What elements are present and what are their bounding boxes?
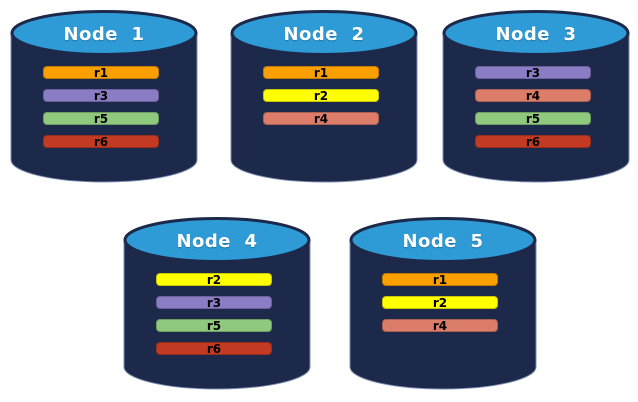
replica-list: r2 r3 r5 r6 xyxy=(156,273,272,355)
replica-bar-r6: r6 xyxy=(475,135,591,148)
database-node-2: Node 2 r1 r2 r4 xyxy=(229,9,419,185)
replica-list: r1 r2 r4 xyxy=(382,273,498,332)
replica-bar-r2: r2 xyxy=(263,89,379,102)
replica-label: r6 xyxy=(206,341,222,356)
replica-label: r3 xyxy=(93,88,109,103)
cylinder-top xyxy=(230,10,418,56)
cylinder-top xyxy=(10,10,198,56)
replica-label: r2 xyxy=(206,272,222,287)
replica-bar-r1: r1 xyxy=(43,66,159,79)
database-node-4: Node 4 r2 r3 r5 r6 xyxy=(122,216,312,392)
replica-bar-r3: r3 xyxy=(475,66,591,79)
database-node-5: Node 5 r1 r2 r4 xyxy=(348,216,538,392)
replica-label: r5 xyxy=(206,318,222,333)
replica-list: r1 r3 r5 r6 xyxy=(43,66,159,148)
replica-label: r2 xyxy=(313,88,329,103)
replica-bar-r2: r2 xyxy=(382,296,498,309)
replica-label: r6 xyxy=(525,134,541,149)
replica-label: r3 xyxy=(206,295,222,310)
cylinder-top xyxy=(123,217,311,263)
replica-bar-r6: r6 xyxy=(156,342,272,355)
database-node-1: Node 1 r1 r3 r5 r6 xyxy=(9,9,199,185)
replica-bar-r3: r3 xyxy=(156,296,272,309)
node-title: Node 1 xyxy=(63,24,145,45)
replica-list: r3 r4 r5 r6 xyxy=(475,66,591,148)
node-title: Node 2 xyxy=(283,24,365,45)
replica-label: r5 xyxy=(93,111,109,126)
replica-bar-r4: r4 xyxy=(382,319,498,332)
node-title: Node 5 xyxy=(402,231,484,252)
replica-label: r2 xyxy=(432,295,448,310)
replica-bar-r6: r6 xyxy=(43,135,159,148)
replica-label: r1 xyxy=(432,272,448,287)
database-node-3: Node 3 r3 r4 r5 r6 xyxy=(441,9,631,185)
replica-bar-r2: r2 xyxy=(156,273,272,286)
replica-bar-r5: r5 xyxy=(43,112,159,125)
cylinder-top xyxy=(349,217,537,263)
replica-label: r5 xyxy=(525,111,541,126)
replica-bar-r5: r5 xyxy=(475,112,591,125)
replica-label: r4 xyxy=(525,88,541,103)
replica-label: r4 xyxy=(432,318,448,333)
replica-bar-r1: r1 xyxy=(263,66,379,79)
replica-list: r1 r2 r4 xyxy=(263,66,379,125)
cylinder-top xyxy=(442,10,630,56)
replica-bar-r1: r1 xyxy=(382,273,498,286)
replica-bar-r5: r5 xyxy=(156,319,272,332)
replica-label: r3 xyxy=(525,65,541,80)
replica-label: r1 xyxy=(93,65,109,80)
replica-bar-r4: r4 xyxy=(475,89,591,102)
node-title: Node 3 xyxy=(495,24,577,45)
replica-label: r6 xyxy=(93,134,109,149)
replica-label: r4 xyxy=(313,111,329,126)
node-title: Node 4 xyxy=(176,231,258,252)
replica-label: r1 xyxy=(313,65,329,80)
replica-bar-r3: r3 xyxy=(43,89,159,102)
replica-bar-r4: r4 xyxy=(263,112,379,125)
